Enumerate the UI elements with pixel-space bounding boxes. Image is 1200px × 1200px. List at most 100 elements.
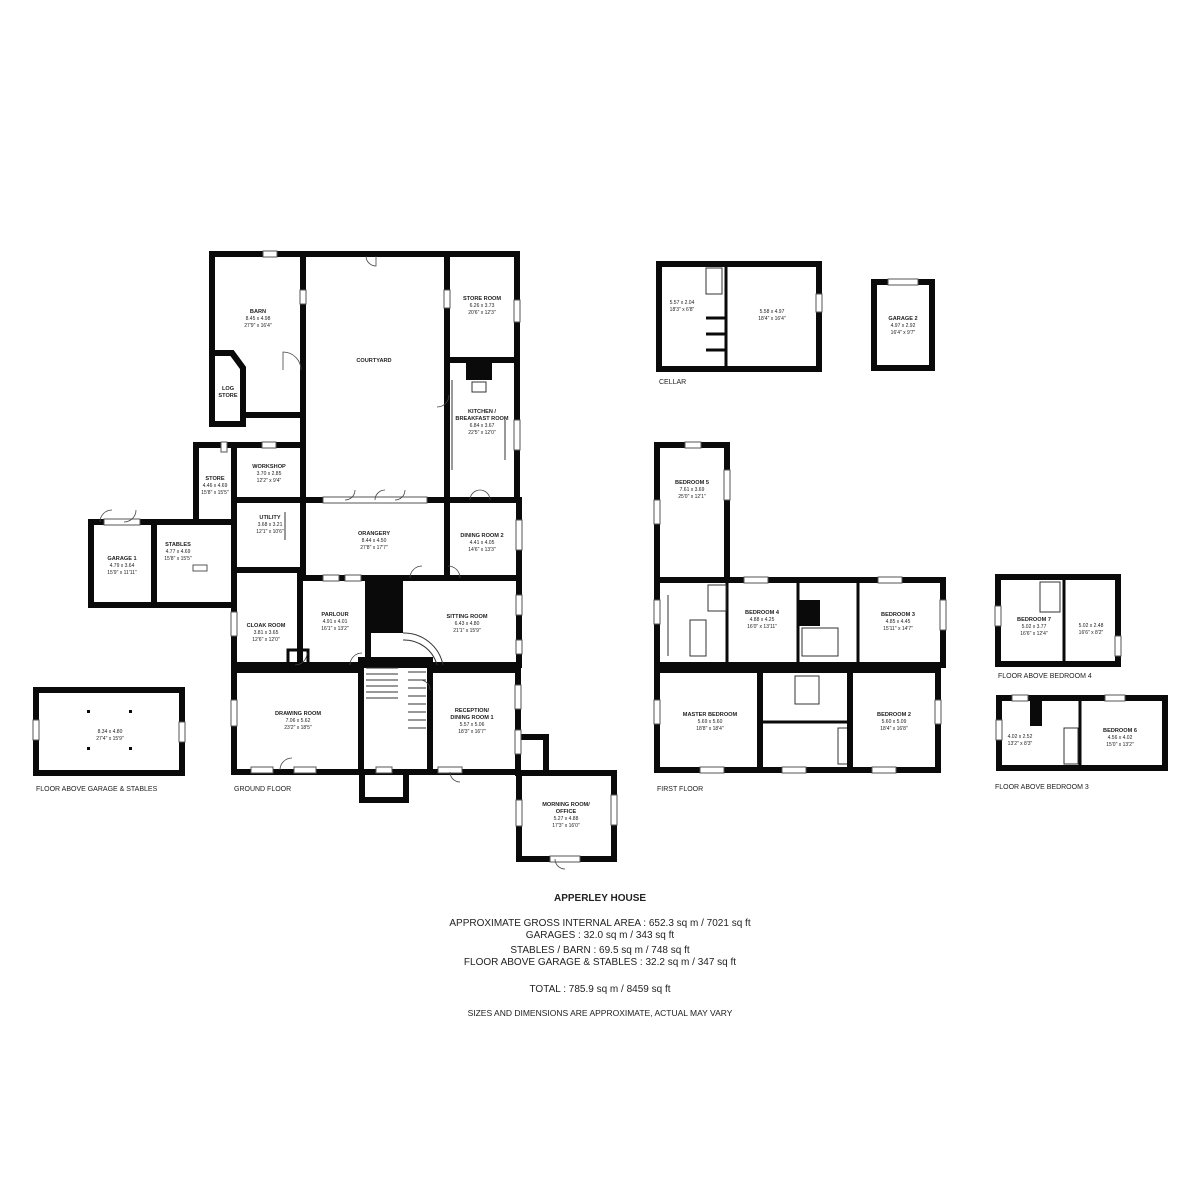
master-bedroom-imperial: 18'8" x 18'4" bbox=[696, 726, 724, 732]
reception-walls bbox=[427, 667, 521, 775]
cellar-large-imperial: 18'4" x 16'4" bbox=[758, 316, 786, 322]
ground-floor-label: GROUND FLOOR bbox=[234, 786, 291, 793]
workshop-label: WORKSHOP bbox=[252, 464, 286, 470]
parlour-label: PARLOUR bbox=[321, 612, 348, 618]
reception-imperial: 18'3" x 16'7" bbox=[458, 729, 486, 735]
log-store-walls bbox=[209, 350, 246, 427]
bedroom-6-label: BEDROOM 6 bbox=[1103, 728, 1137, 734]
bedroom-7-label: BEDROOM 7 bbox=[1017, 617, 1051, 623]
stables-metric: 4.77 x 4.69 bbox=[166, 549, 191, 555]
store-label: STORE bbox=[205, 476, 224, 482]
store-room-metric: 6.26 x 3.73 bbox=[470, 303, 495, 309]
property-title: APPERLEY HOUSE bbox=[553, 893, 647, 904]
reception-metric: 5.57 x 5.06 bbox=[460, 722, 485, 728]
above-bed3-side-metric: 4.02 x 2.52 bbox=[1008, 734, 1033, 740]
cellar-small-imperial: 18'3" x 6'8" bbox=[670, 307, 695, 313]
store-metric: 4.46 x 4.69 bbox=[203, 483, 228, 489]
lobby-walls bbox=[515, 734, 549, 776]
bedroom-3-label: BEDROOM 3 bbox=[881, 612, 915, 618]
garages-area: GARAGES : 32.0 sq m / 343 sq ft bbox=[525, 930, 675, 941]
floor-above-area: FLOOR ABOVE GARAGE & STABLES : 32.2 sq m… bbox=[463, 957, 737, 968]
floor-labels: FLOOR ABOVE GARAGE & STABLES GROUND FLOO… bbox=[36, 379, 1092, 793]
sitting-room-label: SITTING ROOM bbox=[446, 614, 487, 620]
master-bedroom-label: MASTER BEDROOM bbox=[683, 712, 738, 718]
ground-doors bbox=[99, 255, 566, 870]
above-bedroom-3-plan bbox=[995, 694, 1168, 771]
barn-label: BARN bbox=[250, 309, 266, 315]
floor-above-garage-label: FLOOR ABOVE GARAGE & STABLES bbox=[36, 786, 158, 793]
garage-1-label: GARAGE 1 bbox=[107, 556, 136, 562]
bedroom-6-metric: 4.56 x 4.02 bbox=[1108, 735, 1133, 741]
kitchen-label-2: BREAKFAST ROOM bbox=[455, 416, 508, 422]
hall-walls bbox=[358, 657, 433, 775]
ground-floor-plan bbox=[88, 250, 618, 870]
bedroom-2-metric: 5.60 x 5.09 bbox=[882, 719, 907, 725]
cellar-small-metric: 5.57 x 2.04 bbox=[670, 300, 695, 306]
bedroom-2-label: BEDROOM 2 bbox=[877, 712, 911, 718]
stables-walls bbox=[151, 519, 237, 608]
above-bed3-walls bbox=[996, 695, 1168, 771]
above-bed4-side-metric: 5.02 x 2.48 bbox=[1079, 623, 1104, 629]
workshop-imperial: 12'2" x 9'4" bbox=[257, 478, 282, 484]
total-area: TOTAL : 785.9 sq m / 8459 sq ft bbox=[529, 984, 671, 995]
stables-imperial: 15'8" x 15'5" bbox=[164, 556, 192, 562]
drawing-room-metric: 7.06 x 5.62 bbox=[286, 718, 311, 724]
stables-barn-area: STABLES / BARN : 69.5 sq m / 748 sq ft bbox=[510, 945, 690, 956]
cloak-room-metric: 3.81 x 3.65 bbox=[254, 630, 279, 636]
garage-1-imperial: 15'9" x 11'11" bbox=[107, 570, 137, 576]
master-bedroom-metric: 5.69 x 5.60 bbox=[698, 719, 723, 725]
store-room-imperial: 20'6" x 12'3" bbox=[468, 310, 496, 316]
room-labels: BARN 8.45 x 4.98 27'9" x 16'4" LOG STORE… bbox=[96, 296, 1137, 829]
cellar-walls bbox=[656, 261, 822, 372]
above-garage-metric: 8.34 x 4.80 bbox=[98, 729, 123, 735]
reception-label-2: DINING ROOM 1 bbox=[450, 715, 493, 721]
parlour-metric: 4.91 x 4.01 bbox=[323, 619, 348, 625]
first-windows bbox=[653, 441, 947, 774]
bedroom-5-metric: 7.61 x 3.69 bbox=[680, 487, 705, 493]
garage-2-metric: 4.97 x 2.92 bbox=[891, 323, 916, 329]
first-floor-chimney bbox=[798, 600, 820, 626]
hall-stairs bbox=[366, 667, 426, 729]
garage-2-imperial: 16'4" x 9'7" bbox=[891, 330, 916, 336]
above-bedroom-4-plan bbox=[994, 574, 1122, 667]
reception-label: RECEPTION/ bbox=[455, 708, 490, 714]
gross-area: APPROXIMATE GROSS INTERNAL AREA : 652.3 … bbox=[449, 918, 751, 929]
bedroom-2-imperial: 18'4" x 16'8" bbox=[880, 726, 908, 732]
porch-walls bbox=[359, 769, 409, 803]
courtyard-walls bbox=[300, 251, 450, 503]
sitting-room-imperial: 21'1" x 15'9" bbox=[453, 628, 481, 634]
cellar-label: CELLAR bbox=[659, 379, 686, 386]
cloak-room-imperial: 12'6" x 12'0" bbox=[252, 637, 280, 643]
first-floor-plan bbox=[653, 441, 947, 774]
bedroom-7-metric: 5.02 x 3.77 bbox=[1022, 624, 1047, 630]
first-floor-label: FIRST FLOOR bbox=[657, 786, 703, 793]
kitchen-metric: 6.84 x 3.67 bbox=[470, 423, 495, 429]
drawing-room-label: DRAWING ROOM bbox=[275, 711, 321, 717]
above-bed3-side-imperial: 13'2" x 8'3" bbox=[1008, 741, 1033, 747]
utility-imperial: 12'1" x 10'6" bbox=[256, 529, 284, 535]
store-room-label: STORE ROOM bbox=[463, 296, 501, 302]
bedroom-3-metric: 4.85 x 4.45 bbox=[886, 619, 911, 625]
stair-core bbox=[368, 578, 403, 633]
morning-room-label: MORNING ROOM/ bbox=[542, 802, 590, 808]
log-store-label: LOG bbox=[222, 386, 234, 392]
drawing-room-imperial: 23'2" x 18'5" bbox=[284, 725, 312, 731]
log-store-label-2: STORE bbox=[218, 393, 237, 399]
above-bed4-walls bbox=[995, 574, 1121, 667]
dining-room-2-metric: 4.41 x 4.05 bbox=[470, 540, 495, 546]
sitting-room-metric: 6.43 x 4.80 bbox=[455, 621, 480, 627]
barn-imperial: 27'9" x 16'4" bbox=[244, 323, 272, 329]
morning-room-label-2: OFFICE bbox=[556, 809, 577, 815]
dining-room-2-walls bbox=[444, 497, 522, 581]
first-floor-core-walls bbox=[654, 577, 946, 668]
cellar-large-metric: 5.58 x 4.97 bbox=[760, 309, 785, 315]
parlour-imperial: 16'1" x 13'2" bbox=[321, 626, 349, 632]
barn-metric: 8.45 x 4.98 bbox=[246, 316, 271, 322]
bedroom-4-label: BEDROOM 4 bbox=[745, 610, 780, 616]
orangery-metric: 8.44 x 4.50 bbox=[362, 538, 387, 544]
utility-walls bbox=[231, 497, 306, 573]
disclaimer: SIZES AND DIMENSIONS ARE APPROXIMATE, AC… bbox=[467, 1008, 733, 1018]
above-garage-imperial: 27'4" x 15'9" bbox=[96, 736, 124, 742]
orangery-imperial: 27'8" x 17'7" bbox=[360, 545, 388, 551]
sitting-room-walls bbox=[365, 575, 522, 668]
